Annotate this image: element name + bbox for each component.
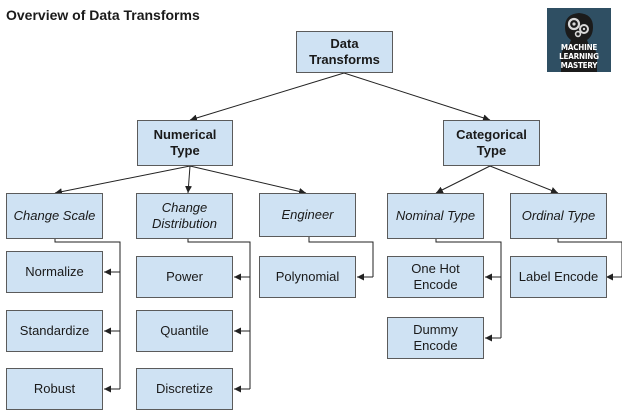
node-label-encode: Label Encode	[510, 256, 607, 298]
edge-numerical-engineer	[189, 165, 307, 195]
node-discretize: Discretize	[136, 368, 233, 410]
node-categorical-type: Categorical Type	[443, 120, 540, 166]
node-dummy-encode: Dummy Encode	[387, 317, 484, 359]
node-nominal-type: Nominal Type	[387, 193, 484, 239]
edge-categorical-ordinal	[489, 165, 559, 194]
edge-root-categorical	[343, 72, 491, 122]
node-one-hot-encode: One Hot Encode	[387, 256, 484, 298]
node-power: Power	[136, 256, 233, 298]
edge-numerical-change-distribution	[185, 165, 193, 194]
edge-categorical-nominal	[435, 165, 491, 194]
head-gears-icon	[561, 13, 597, 72]
node-normalize: Normalize	[6, 251, 103, 293]
node-data-transforms: Data Transforms	[296, 31, 393, 73]
logo-text-line-3: MASTERY	[560, 61, 598, 70]
node-robust: Robust	[6, 368, 103, 410]
machine-learning-mastery-logo: MACHINE LEARNING MASTERY	[547, 8, 611, 72]
node-change-scale: Change Scale	[6, 193, 103, 239]
page-title: Overview of Data Transforms	[6, 7, 200, 23]
node-ordinal-type: Ordinal Type	[510, 193, 607, 239]
logo-text-line-2: LEARNING	[559, 52, 599, 61]
node-change-distribution: Change Distribution	[136, 193, 233, 239]
node-quantile: Quantile	[136, 310, 233, 352]
edge-root-numerical	[189, 72, 345, 122]
node-engineer: Engineer	[259, 193, 356, 237]
node-standardize: Standardize	[6, 310, 103, 352]
node-polynomial: Polynomial	[259, 256, 356, 298]
node-numerical-type: Numerical Type	[137, 120, 233, 166]
edge-numerical-change-scale	[54, 165, 191, 196]
logo-text-line-1: MACHINE	[560, 43, 598, 52]
